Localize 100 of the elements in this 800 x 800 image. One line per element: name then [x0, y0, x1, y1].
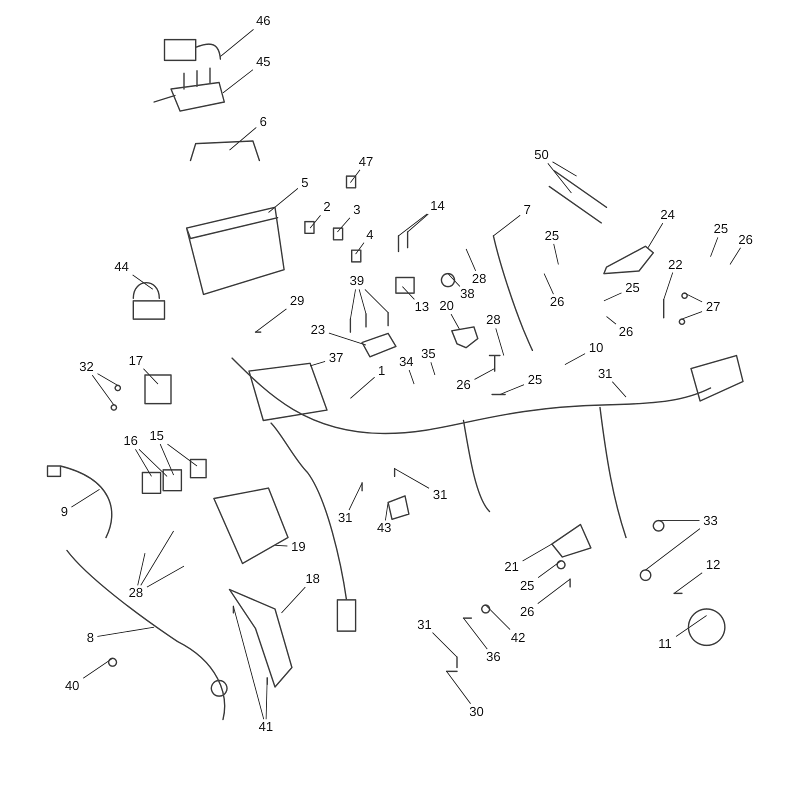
leader-line	[96, 626, 155, 637]
leader-line	[350, 376, 376, 399]
callout-number: 22	[664, 256, 686, 272]
callout-number: 50	[530, 147, 552, 164]
callout-number: 26	[546, 294, 568, 310]
callout-number: 35	[417, 346, 440, 362]
callout-number: 7	[520, 202, 534, 218]
callout-number: 37	[325, 350, 348, 366]
leader-line	[432, 632, 458, 658]
callout-number: 6	[256, 114, 270, 130]
leader-line	[463, 618, 488, 650]
callout-number: 28	[124, 585, 147, 602]
callout-number: 10	[585, 340, 608, 356]
leader-line	[222, 69, 254, 94]
leader-line	[730, 247, 741, 265]
leader-line	[474, 368, 496, 380]
leader-line	[522, 544, 552, 562]
leader-line	[645, 528, 700, 570]
leader-line	[407, 214, 429, 232]
leader-line	[232, 606, 264, 720]
leader-line	[97, 373, 118, 386]
leader-line	[408, 370, 415, 385]
leader-line	[167, 444, 198, 466]
leader-line	[336, 217, 350, 232]
leader-line	[606, 316, 616, 325]
leader-line	[160, 444, 174, 476]
callout-number: 29	[286, 292, 308, 309]
leader-line	[612, 381, 626, 398]
leader-line	[663, 272, 674, 300]
callout-number: 13	[410, 299, 433, 316]
callout-number: 41	[254, 719, 277, 736]
leader-line	[220, 28, 254, 57]
leader-line	[648, 222, 664, 248]
leader-line	[281, 586, 306, 614]
leader-line	[564, 353, 586, 366]
leader-line	[674, 572, 703, 594]
callout-number: 20	[436, 298, 458, 314]
leader-line	[310, 214, 321, 229]
callout-number: 26	[734, 232, 757, 248]
leader-line	[402, 286, 415, 300]
callout-number: 24	[656, 207, 679, 224]
callout-number: 39	[346, 273, 368, 290]
leader-line	[710, 236, 718, 258]
callout-number: 18	[302, 571, 324, 588]
leader-line	[495, 328, 504, 356]
leader-line	[684, 292, 703, 302]
callout-number: 17	[124, 352, 147, 369]
callout-number: 11	[654, 636, 676, 652]
callout-number: 14	[426, 198, 448, 214]
callout-number: 25	[516, 578, 538, 594]
leader-line	[350, 288, 356, 320]
leader-line	[255, 308, 287, 333]
callout-number: 36	[482, 649, 504, 666]
leader-line	[348, 482, 363, 510]
leader-line	[266, 677, 268, 720]
callout-number: 46	[252, 13, 274, 30]
leader-line	[485, 604, 511, 630]
callout-number: 19	[287, 538, 310, 555]
callout-number: 8	[83, 630, 98, 646]
leader-line	[274, 544, 288, 546]
leader-line	[552, 161, 578, 177]
callout-number: 23	[306, 322, 329, 338]
leader-line	[229, 126, 257, 151]
callout-number: 47	[355, 154, 377, 170]
callout-number: 26	[452, 377, 474, 394]
callout-number: 31	[594, 366, 616, 382]
leader-line	[466, 248, 476, 272]
leader-line	[658, 520, 700, 522]
leader-line	[358, 288, 366, 314]
callout-number: 21	[500, 559, 523, 576]
leader-line	[137, 552, 146, 586]
callout-number: 38	[456, 286, 478, 302]
callout-number: 16	[120, 433, 142, 450]
leader-line	[310, 360, 326, 366]
callout-number: 28	[468, 270, 490, 287]
callout-number: 34	[395, 354, 418, 370]
leader-line	[538, 560, 562, 578]
callout-number: 2	[320, 199, 334, 216]
leader-line	[446, 670, 472, 704]
leader-line	[547, 162, 572, 194]
leader-line	[492, 214, 521, 236]
callout-number: 12	[702, 556, 724, 573]
callout-number: 31	[429, 486, 452, 503]
leader-line	[328, 332, 366, 346]
callout-number: 9	[57, 504, 72, 520]
leader-line	[384, 502, 389, 521]
callout-number: 42	[507, 630, 530, 646]
callout-number: 31	[334, 510, 356, 526]
leader-line	[398, 214, 428, 236]
leader-line	[135, 448, 152, 477]
leader-line	[499, 384, 524, 395]
leader-line	[70, 488, 100, 508]
callout-number: 27	[702, 299, 724, 316]
leader-line	[676, 615, 708, 637]
leader-line	[132, 274, 154, 290]
leader-line	[394, 468, 430, 489]
callout-number: 33	[700, 512, 722, 529]
callout-number: 25	[540, 228, 563, 244]
leader-line	[350, 169, 360, 184]
callout-number: 25	[524, 372, 546, 388]
